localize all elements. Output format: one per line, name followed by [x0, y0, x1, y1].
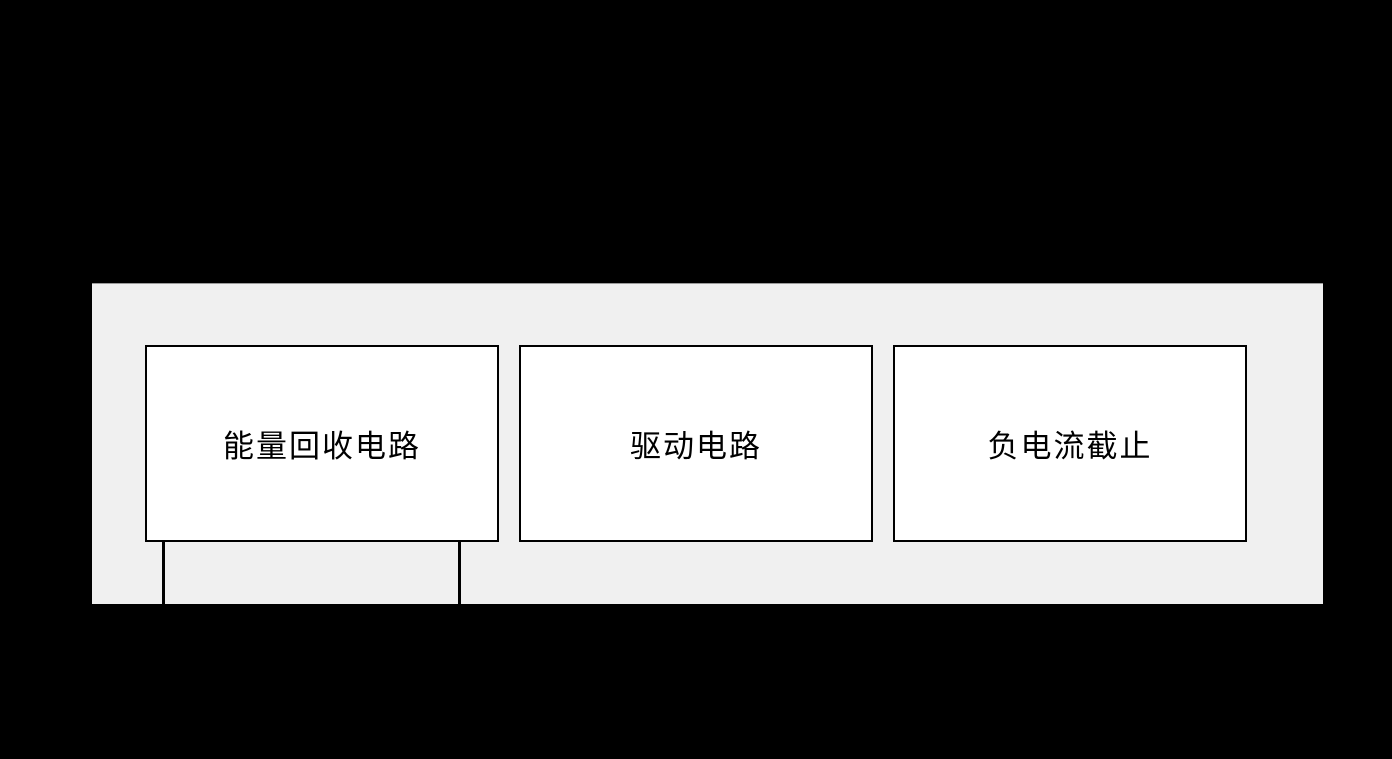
block-energy-recovery-circuit: 能量回收电路 [145, 345, 499, 542]
block-negative-current-cutoff-label: 负电流截止 [987, 429, 1153, 464]
block-drive-circuit-label: 驱动电路 [630, 429, 762, 464]
diagram-panel: 能量回收电路 驱动电路 负电流截止 [92, 283, 1323, 605]
block-drive-circuit: 驱动电路 [519, 345, 873, 542]
connector-line-left [162, 541, 165, 605]
connector-line-right [458, 541, 461, 605]
block-negative-current-cutoff: 负电流截止 [893, 345, 1247, 542]
block-energy-recovery-circuit-label: 能量回收电路 [223, 429, 421, 464]
